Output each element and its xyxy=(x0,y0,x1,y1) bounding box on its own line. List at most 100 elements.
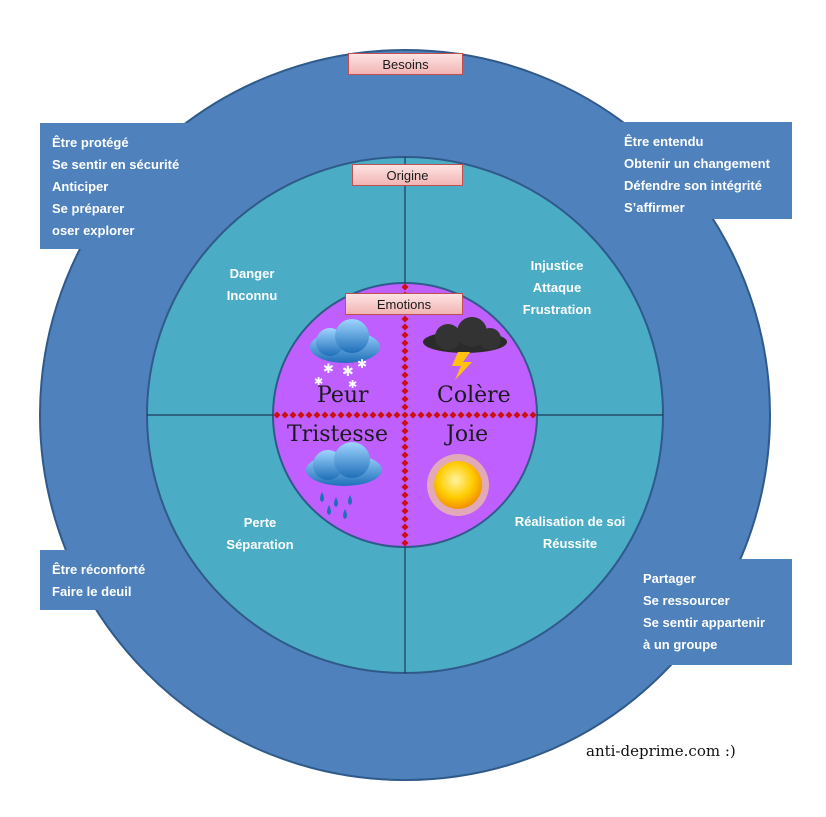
cross-dot xyxy=(401,315,409,323)
cross-dot xyxy=(449,411,457,419)
origin-fear: Danger Inconnu xyxy=(200,263,304,307)
emotion-fear: Peur xyxy=(317,383,369,408)
snow-cloud-icon: ✱ ✱ ✱ ✱ ✱ xyxy=(310,319,380,391)
origin-anger-line: Attaque xyxy=(532,280,582,295)
cross-dot xyxy=(393,411,401,419)
origin-sadness-line: Séparation xyxy=(226,537,294,552)
needs-joy-item: Se ressourcer xyxy=(643,593,730,608)
cross-dot xyxy=(401,467,409,475)
cross-dot xyxy=(361,411,369,419)
cross-dot xyxy=(401,427,409,435)
cross-dot xyxy=(401,531,409,539)
cross-dot xyxy=(529,411,537,419)
needs-anger-item: S’affirmer xyxy=(624,200,685,215)
cross-dot xyxy=(401,523,409,531)
cross-dot xyxy=(329,411,337,419)
cross-dot xyxy=(369,411,377,419)
cross-dot xyxy=(401,491,409,499)
cross-dot xyxy=(417,411,425,419)
needs-joy-item: à un groupe xyxy=(643,637,718,652)
cross-dot xyxy=(401,379,409,387)
rain-cloud-icon xyxy=(306,442,382,519)
cross-dot xyxy=(473,411,481,419)
needs-sadness-box: Être réconforté Faire le deuil xyxy=(40,550,170,610)
cross-dot xyxy=(489,411,497,419)
cross-dot xyxy=(401,475,409,483)
cross-dot xyxy=(401,283,409,291)
cross-dot xyxy=(521,411,529,419)
needs-tag: Besoins xyxy=(348,53,463,75)
svg-text:✱: ✱ xyxy=(348,378,357,391)
cross-dot xyxy=(337,411,345,419)
cross-dot xyxy=(401,411,409,419)
cross-dot xyxy=(409,411,417,419)
cross-dot xyxy=(465,411,473,419)
needs-joy-box: Partager Se ressourcer Se sentir apparte… xyxy=(631,559,792,665)
needs-fear-item: Se préparer xyxy=(52,201,125,216)
svg-text:✱: ✱ xyxy=(342,364,354,380)
cross-dot xyxy=(401,323,409,331)
cross-dot xyxy=(377,411,385,419)
cross-dot xyxy=(401,499,409,507)
origin-anger-line: Injustice xyxy=(530,258,584,273)
cross-dot xyxy=(425,411,433,419)
origin-fear-line: Inconnu xyxy=(226,288,278,303)
svg-text:✱: ✱ xyxy=(323,362,334,377)
emotion-sadness: Tristesse xyxy=(287,422,388,447)
needs-fear-item: oser explorer xyxy=(52,223,135,238)
emotion-anger: Colère xyxy=(437,383,511,408)
cross-dot xyxy=(401,451,409,459)
origin-joy-line: Réalisation de soi xyxy=(514,514,626,529)
needs-anger-item: Obtenir un changement xyxy=(624,156,770,171)
emotions-tag: Emotions xyxy=(345,293,463,315)
cross-dot xyxy=(401,459,409,467)
needs-fear-item: Anticiper xyxy=(52,179,109,194)
cross-dot xyxy=(345,411,353,419)
cross-dot xyxy=(321,411,329,419)
needs-sadness-item: Faire le deuil xyxy=(52,584,132,599)
cross-dot xyxy=(401,355,409,363)
cross-dot xyxy=(313,411,321,419)
cross-dot xyxy=(353,411,361,419)
cross-dot xyxy=(513,411,521,419)
cross-dot xyxy=(401,363,409,371)
cross-dot xyxy=(401,419,409,427)
origin-anger-line: Frustration xyxy=(522,302,592,317)
cross-dot xyxy=(401,443,409,451)
cross-dot xyxy=(401,347,409,355)
needs-sadness-item: Être réconforté xyxy=(52,562,146,577)
sun-icon xyxy=(427,454,489,516)
cross-dot xyxy=(441,411,449,419)
cross-dot xyxy=(457,411,465,419)
origin-joy: Réalisation de soi Réussite xyxy=(500,511,640,555)
cross-dot xyxy=(401,331,409,339)
cross-dot xyxy=(305,411,313,419)
cross-dot xyxy=(481,411,489,419)
cross-dot xyxy=(281,411,289,419)
cross-dot xyxy=(401,539,409,547)
cross-dot xyxy=(401,387,409,395)
origin-anger: Injustice Attaque Frustration xyxy=(505,255,609,321)
needs-anger-item: Être entendu xyxy=(624,134,704,149)
cross-dot xyxy=(505,411,513,419)
svg-text:✱: ✱ xyxy=(314,375,323,388)
needs-fear-item: Être protégé xyxy=(52,135,129,150)
cross-dot xyxy=(297,411,305,419)
needs-fear-item: Se sentir en sécurité xyxy=(52,157,180,172)
cross-dot xyxy=(401,435,409,443)
cross-dot xyxy=(401,515,409,523)
cross-dot xyxy=(401,483,409,491)
cross-dot xyxy=(401,339,409,347)
cross-dot xyxy=(497,411,505,419)
storm-cloud-icon xyxy=(423,317,507,380)
needs-anger-item: Défendre son intégrité xyxy=(624,178,762,193)
cross-dot xyxy=(385,411,393,419)
needs-joy-item: Se sentir appartenir xyxy=(643,615,766,630)
cross-dot xyxy=(401,507,409,515)
cross-dot xyxy=(401,371,409,379)
cross-dot xyxy=(289,411,297,419)
origin-tag: Origine xyxy=(352,164,463,186)
needs-joy-item: Partager xyxy=(643,571,696,586)
